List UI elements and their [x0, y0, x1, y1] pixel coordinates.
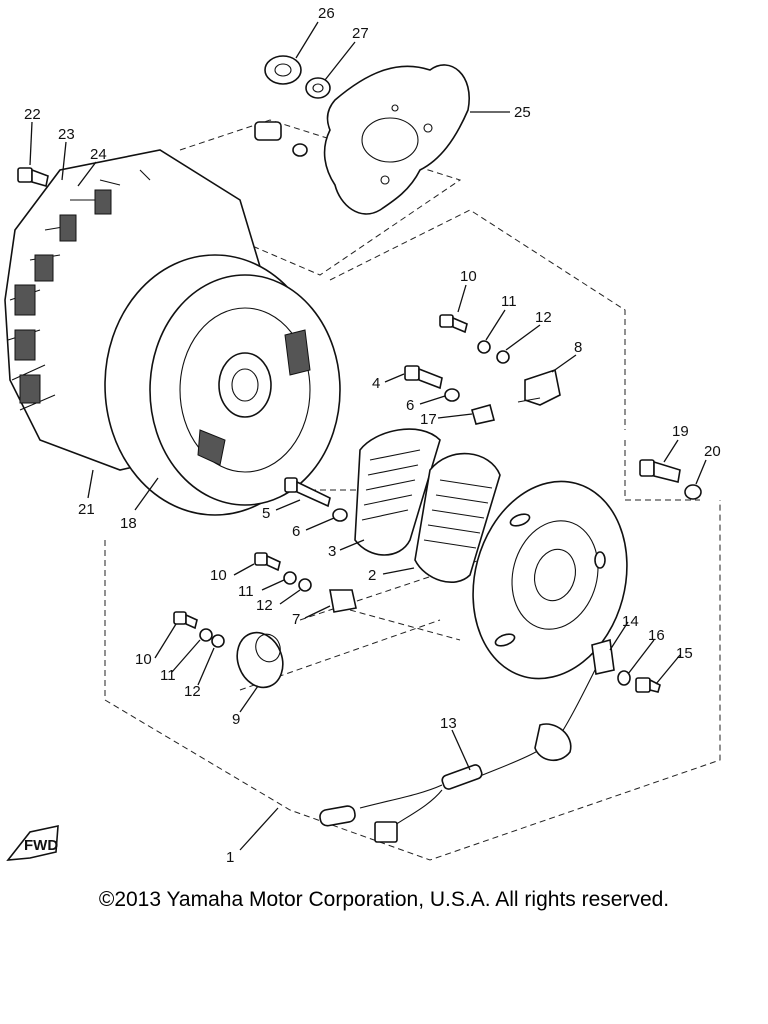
screw-part-19[interactable]: [639, 459, 681, 483]
washer-part-12b[interactable]: [298, 578, 312, 592]
callout-10b: 10: [210, 567, 227, 584]
callout-18: 18: [120, 515, 137, 532]
callout-12c: 12: [184, 683, 201, 700]
screw-part-22[interactable]: [17, 167, 49, 188]
callout-17: 17: [420, 411, 437, 428]
callout-11a: 11: [501, 293, 517, 310]
wire-harness-part-13[interactable]: [319, 659, 601, 843]
exploded-parts-diagram: FWD 26: [4, 5, 721, 866]
callout-3: 3: [328, 543, 336, 560]
washer-part-12a[interactable]: [496, 350, 510, 364]
nut-part-26[interactable]: [264, 55, 302, 85]
callout-24: 24: [90, 146, 107, 163]
cam-felt-part-17[interactable]: [471, 404, 495, 425]
bolt-part-5[interactable]: [284, 477, 331, 508]
washer-part-11c[interactable]: [199, 628, 213, 642]
flywheel-rotor-part-18[interactable]: [104, 254, 341, 516]
grommet-part-14[interactable]: [591, 638, 615, 675]
stator-base-plate[interactable]: [452, 464, 649, 696]
assembly-guide-lines: [104, 119, 721, 861]
screw-part-10c[interactable]: [173, 611, 198, 630]
stator-coil-part-3[interactable]: [354, 428, 441, 556]
callout-26: 26: [318, 5, 335, 22]
callout-12a: 12: [535, 309, 552, 326]
callout-23: 23: [58, 126, 75, 143]
callout-7: 7: [292, 611, 300, 628]
callout-20: 20: [704, 443, 721, 460]
callout-19: 19: [672, 423, 689, 440]
callout-8: 8: [574, 339, 582, 356]
callout-4: 4: [372, 375, 380, 392]
callout-16: 16: [648, 627, 665, 644]
fwd-label: FWD: [24, 837, 58, 854]
condenser-part-7[interactable]: [329, 589, 357, 613]
washer-part-12c[interactable]: [211, 634, 225, 648]
callout-25: 25: [514, 104, 531, 121]
stator-coil-part-2[interactable]: [414, 452, 501, 584]
callout-10c: 10: [135, 651, 152, 668]
callout-10a: 10: [460, 268, 477, 285]
callout-11b: 11: [238, 583, 254, 600]
copyright-notice: ©2013 Yamaha Motor Corporation, U.S.A. A…: [98, 888, 670, 911]
screw-part-10a[interactable]: [439, 314, 468, 334]
callout-1: 1: [226, 849, 234, 866]
screw-part-15[interactable]: [635, 677, 661, 693]
callout-15: 15: [676, 645, 693, 662]
washer-part-16[interactable]: [617, 670, 631, 686]
callout-labels: 26 27 25 22 23 24 10 11 12 8 4 6 17 19 2…: [24, 5, 721, 866]
contact-breaker-part-8[interactable]: [517, 368, 561, 406]
callout-6b: 6: [292, 523, 300, 540]
callout-21: 21: [78, 501, 95, 518]
leader-lines: [29, 21, 707, 851]
washer-part-20[interactable]: [684, 484, 702, 500]
callout-6a: 6: [406, 397, 414, 414]
callout-12b: 12: [256, 597, 273, 614]
bolt-part-4[interactable]: [404, 365, 443, 390]
callout-2: 2: [368, 567, 376, 584]
cover-plate-part-25[interactable]: [323, 64, 470, 215]
washer-part-27[interactable]: [305, 77, 331, 99]
callout-11c: 11: [160, 667, 176, 684]
callout-5: 5: [262, 505, 270, 522]
callout-14: 14: [622, 613, 639, 630]
screw-part-10b[interactable]: [254, 552, 281, 572]
callout-9: 9: [232, 711, 240, 728]
ignition-coil-part-9[interactable]: [230, 626, 290, 694]
key-and-washer: [254, 121, 308, 157]
callout-13: 13: [440, 715, 457, 732]
washer-part-6b[interactable]: [332, 508, 348, 522]
callout-27: 27: [352, 25, 369, 42]
washer-part-11a[interactable]: [477, 340, 491, 354]
washer-part-11b[interactable]: [283, 571, 297, 585]
washer-part-6a[interactable]: [444, 388, 460, 402]
forward-direction-arrow: FWD: [6, 824, 59, 861]
callout-22: 22: [24, 106, 41, 123]
